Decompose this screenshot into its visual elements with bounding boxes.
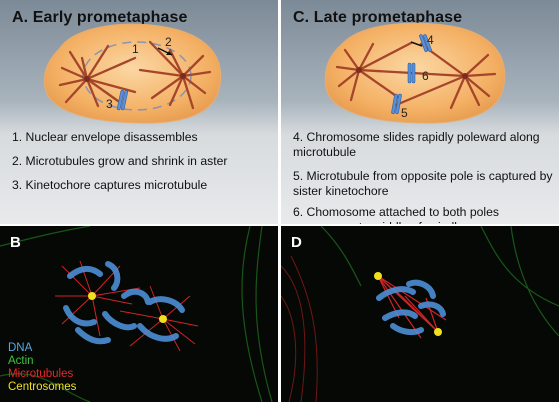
panel-b-label: B bbox=[10, 234, 21, 251]
step-6: 6. Chomosome attached to both poles cong… bbox=[293, 205, 499, 224]
chromosome-4 bbox=[419, 34, 432, 53]
legend-microtubules: Microtubules bbox=[8, 368, 74, 380]
late-prometaphase-micrograph bbox=[281, 226, 559, 402]
stain-legend: DNA Actin Microtubules Centrosomes bbox=[8, 342, 76, 394]
panel-a-title: A. Early prometaphase bbox=[12, 9, 188, 26]
cell-cortex-filaments bbox=[281, 255, 318, 402]
centrosome-left bbox=[356, 67, 362, 73]
panel-c-title: C. Late prometaphase bbox=[293, 9, 463, 26]
step-5: 5. Microtubule from opposite pole is cap… bbox=[293, 169, 553, 198]
callout-2: 2 bbox=[165, 35, 172, 49]
actin-filaments bbox=[0, 226, 273, 402]
step-1: 1. Nuclear envelope disassembles bbox=[12, 130, 198, 144]
step-4: 4. Chromosome slides rapidly poleward al… bbox=[293, 130, 540, 159]
early-prometaphase-micrograph bbox=[0, 226, 273, 402]
callout-5: 5 bbox=[401, 106, 408, 120]
microtubules bbox=[58, 40, 212, 110]
centrosome-right bbox=[462, 73, 468, 79]
callout-1: 1 bbox=[132, 42, 139, 56]
centrosome-1 bbox=[374, 272, 382, 280]
centrosome-left bbox=[84, 76, 90, 82]
dna-chromosomes bbox=[63, 261, 185, 345]
actin-filaments bbox=[320, 226, 559, 337]
callout-3: 3 bbox=[106, 97, 113, 111]
step-2: 2. Microtubules grow and shrink in aster bbox=[12, 154, 228, 168]
chromosome-6 bbox=[407, 62, 416, 84]
panel-d-label: D bbox=[291, 234, 302, 251]
panel-c-steps: 4. Chromosome slides rapidly poleward al… bbox=[293, 130, 555, 224]
centrosome-2 bbox=[159, 315, 167, 323]
panel-b-micrograph: B DNA Actin Microtubules Centrosomes bbox=[0, 226, 278, 402]
panel-a-early-prometaphase: A. Early prometaphase bbox=[0, 0, 278, 224]
late-prometaphase-cell-diagram: 4 5 6 bbox=[324, 22, 506, 124]
step-3: 3. Kinetochore captures microtubule bbox=[12, 178, 208, 192]
cell-body bbox=[43, 23, 222, 124]
legend-dna: DNA bbox=[8, 342, 33, 354]
panel-a-steps: 1. Nuclear envelope disassembles 2. Micr… bbox=[12, 130, 274, 202]
callout-6: 6 bbox=[422, 69, 429, 83]
arrow-4 bbox=[410, 41, 423, 47]
callout-4: 4 bbox=[427, 33, 434, 47]
centrosome-2 bbox=[434, 328, 442, 336]
panel-d-micrograph: D bbox=[281, 226, 559, 402]
chromosome-5 bbox=[391, 93, 402, 115]
legend-actin: Actin bbox=[8, 355, 34, 367]
legend-centrosomes: Centrosomes bbox=[8, 381, 77, 393]
early-prometaphase-cell-diagram: 1 2 3 bbox=[43, 23, 222, 124]
centrosome-1 bbox=[88, 292, 96, 300]
centrosome-right bbox=[180, 73, 186, 79]
chromosome bbox=[116, 89, 129, 111]
dna-chromosomes bbox=[376, 279, 446, 336]
panel-c-late-prometaphase: C. Late prometaphase bbox=[281, 0, 559, 224]
